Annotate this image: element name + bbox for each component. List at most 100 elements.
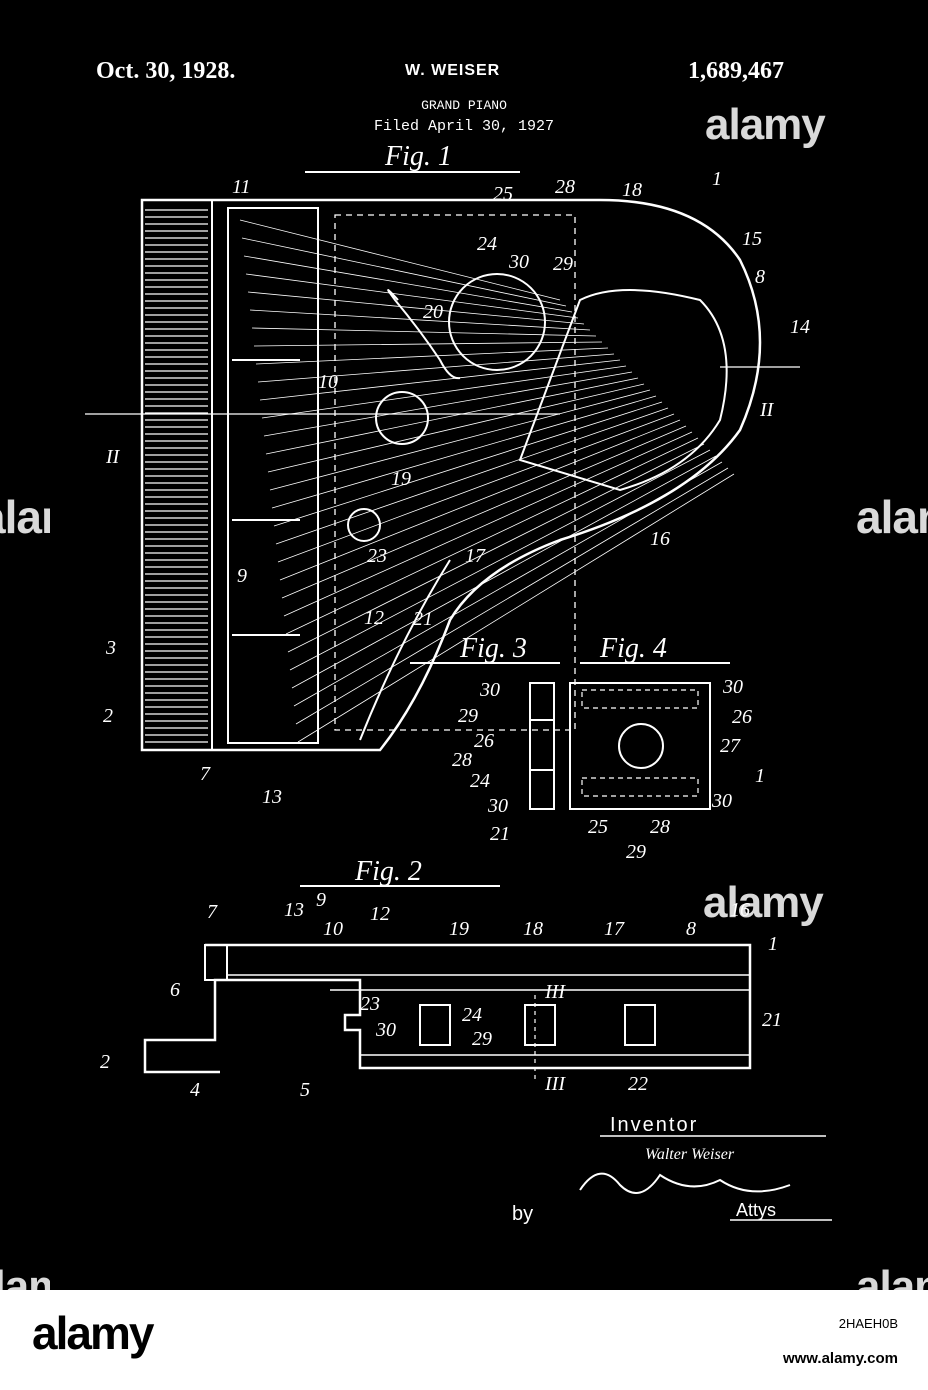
svg-text:20: 20 <box>423 301 443 323</box>
svg-text:24: 24 <box>470 770 490 792</box>
string-line <box>260 360 620 400</box>
fig2-support-2 <box>525 1005 555 1045</box>
fig1-label: Fig. 1 <box>384 141 452 172</box>
fig2-support-3 <box>625 1005 655 1045</box>
svg-text:28: 28 <box>555 176 575 198</box>
string-line <box>246 274 578 318</box>
svg-text:17: 17 <box>604 918 625 940</box>
fig2-label: Fig. 2 <box>354 856 422 887</box>
svg-text:26: 26 <box>474 730 494 752</box>
svg-text:9: 9 <box>316 889 326 911</box>
svg-text:12: 12 <box>364 607 384 629</box>
inventor-signature-name: Walter Weiser <box>645 1146 734 1164</box>
svg-text:II: II <box>105 446 121 468</box>
section-view-outline <box>145 945 750 1072</box>
svg-text:1: 1 <box>768 933 778 955</box>
svg-text:8: 8 <box>755 266 765 288</box>
svg-text:29: 29 <box>553 253 573 275</box>
site-url: www.alamy.com <box>783 1350 898 1367</box>
fig2-support-1 <box>420 1005 450 1045</box>
svg-text:1: 1 <box>712 168 722 190</box>
svg-text:13: 13 <box>262 786 282 808</box>
svg-text:24: 24 <box>477 233 497 255</box>
svg-text:8: 8 <box>686 918 696 940</box>
alamy-logo: alamy <box>32 1306 152 1360</box>
svg-text:14: 14 <box>790 316 810 338</box>
soundboard-hole-large <box>449 274 545 370</box>
svg-text:2: 2 <box>103 705 113 727</box>
watermark-left: alamy <box>0 490 50 544</box>
svg-text:23: 23 <box>367 545 387 567</box>
svg-text:21: 21 <box>762 1009 782 1031</box>
svg-text:21: 21 <box>413 608 433 630</box>
svg-text:26: 26 <box>732 706 752 728</box>
svg-text:27: 27 <box>720 735 741 757</box>
svg-text:10: 10 <box>323 918 343 940</box>
signature-scribble <box>580 1174 790 1193</box>
fig3-label: Fig. 3 <box>459 633 527 664</box>
fig4-block <box>570 683 710 809</box>
svg-text:19: 19 <box>391 468 411 490</box>
watermark-top-right: alamy <box>705 100 825 150</box>
string-line <box>258 354 614 382</box>
fig4-label: Fig. 4 <box>599 633 667 664</box>
string-line <box>268 384 644 472</box>
svg-text:10: 10 <box>318 371 338 393</box>
svg-text:30: 30 <box>508 251 529 273</box>
svg-text:7: 7 <box>200 763 211 785</box>
svg-text:II: II <box>759 399 775 421</box>
svg-text:2: 2 <box>100 1051 110 1073</box>
svg-text:30: 30 <box>711 790 732 812</box>
keyboard <box>142 200 212 750</box>
svg-text:18: 18 <box>622 179 642 201</box>
svg-text:11: 11 <box>232 176 251 198</box>
fig3-block <box>530 683 554 809</box>
svg-text:13: 13 <box>284 899 304 921</box>
fig4-rosette <box>619 724 663 768</box>
svg-text:25: 25 <box>493 183 513 205</box>
watermark-right: alamy <box>856 490 928 544</box>
string-line <box>294 462 722 706</box>
svg-text:III: III <box>544 1073 566 1095</box>
piano-outline <box>142 200 760 750</box>
string-line <box>274 402 662 526</box>
svg-text:30: 30 <box>487 795 508 817</box>
svg-text:6: 6 <box>170 979 180 1001</box>
svg-text:17: 17 <box>465 545 486 567</box>
string-line <box>282 426 686 598</box>
svg-text:29: 29 <box>458 705 478 727</box>
svg-text:22: 22 <box>628 1073 648 1095</box>
string-line <box>284 432 692 616</box>
svg-text:5: 5 <box>300 1079 310 1101</box>
svg-text:16: 16 <box>650 528 670 550</box>
svg-text:9: 9 <box>237 565 247 587</box>
svg-text:24: 24 <box>462 1004 482 1026</box>
attys-label: Attys <box>736 1200 776 1220</box>
svg-text:21: 21 <box>490 823 510 845</box>
svg-text:12: 12 <box>370 903 390 925</box>
svg-text:28: 28 <box>452 749 472 771</box>
svg-text:1: 1 <box>755 765 765 787</box>
svg-text:4: 4 <box>190 1079 200 1101</box>
by-label: by <box>512 1203 533 1225</box>
inventor-label: Inventor <box>610 1114 698 1136</box>
svg-text:29: 29 <box>626 841 646 863</box>
svg-text:15: 15 <box>742 228 762 250</box>
svg-text:28: 28 <box>650 816 670 838</box>
svg-text:30: 30 <box>722 676 743 698</box>
image-id: 2HAEH0B <box>839 1316 898 1331</box>
svg-text:29: 29 <box>472 1028 492 1050</box>
watermark-mid-right: alamy <box>703 878 823 928</box>
string-line <box>288 444 704 652</box>
svg-text:18: 18 <box>523 918 543 940</box>
string-line <box>272 396 656 508</box>
string-line <box>256 348 608 364</box>
keys <box>145 210 208 742</box>
svg-text:25: 25 <box>588 816 608 838</box>
svg-text:30: 30 <box>375 1019 396 1041</box>
svg-text:23: 23 <box>360 993 380 1015</box>
svg-text:III: III <box>544 981 566 1003</box>
string-line <box>270 390 650 490</box>
svg-text:19: 19 <box>449 918 469 940</box>
